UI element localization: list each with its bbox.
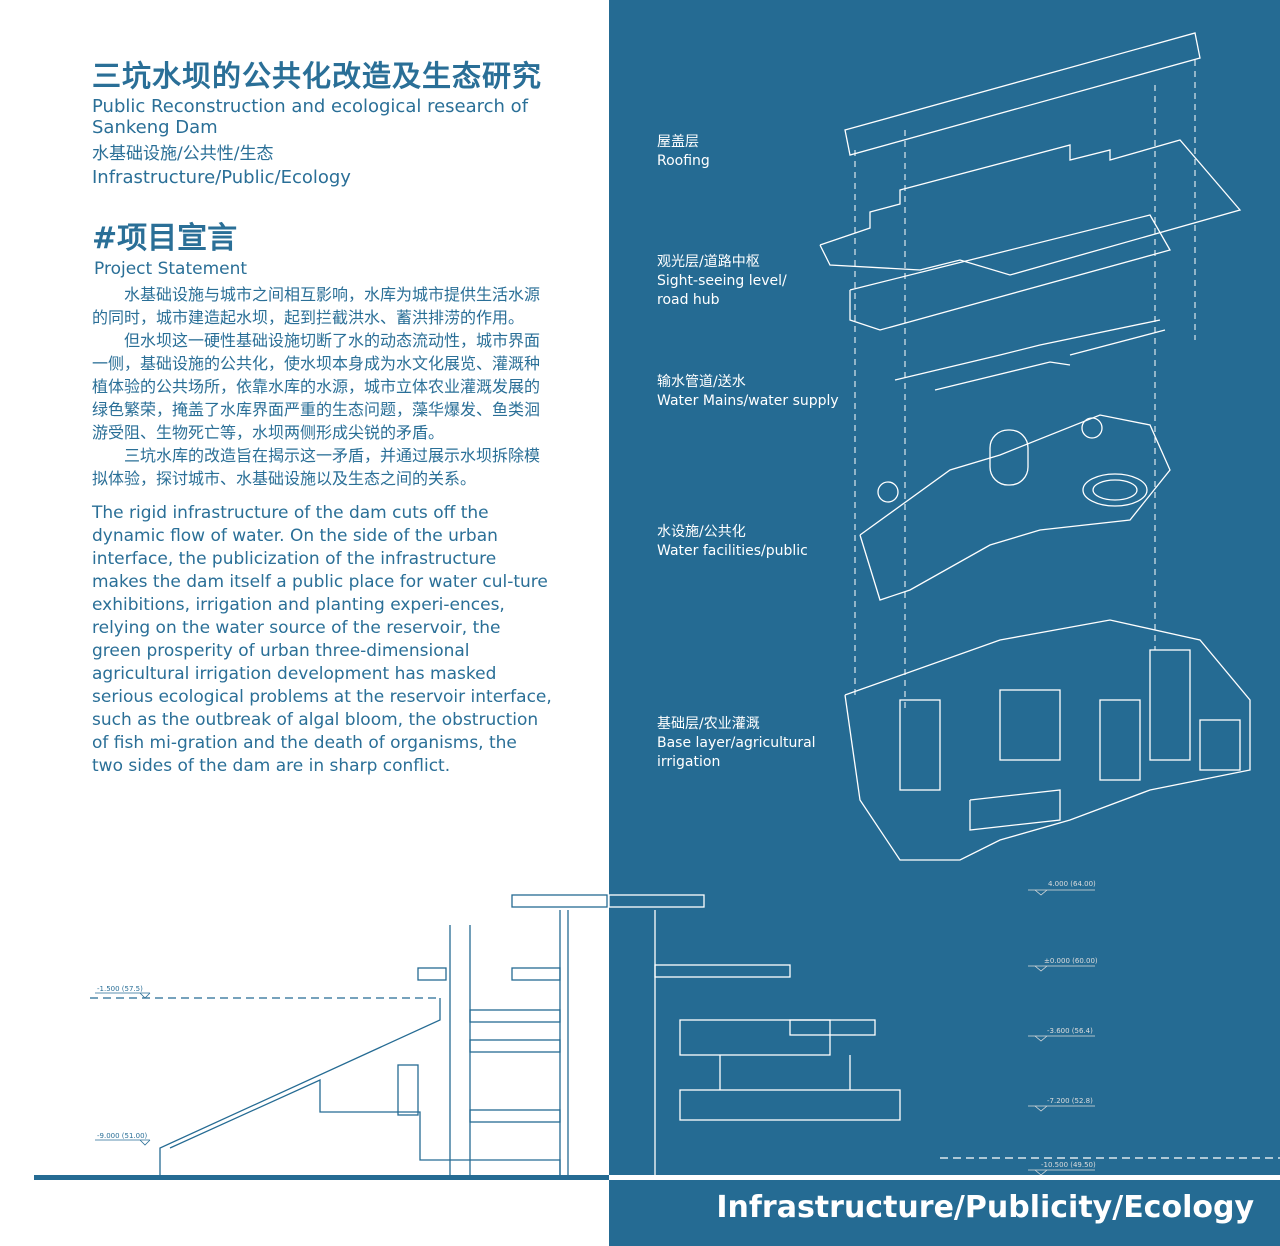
statement-body-en: The rigid infrastructure of the dam cuts… — [92, 503, 552, 776]
layer-en: Sight-seeing level/ road hub — [657, 273, 787, 308]
layer-cn: 观光层/道路中枢 — [657, 254, 760, 270]
layer-en: Roofing — [657, 153, 710, 169]
roof-layer — [844, 32, 1201, 156]
base-layer — [844, 619, 1251, 861]
elevation-label: -7.200 (52.8) — [1047, 1097, 1093, 1105]
layer-label-roofing: 屋盖层 Roofing — [657, 133, 710, 171]
elevation-label: -3.600 (56.4) — [1047, 1027, 1093, 1035]
layer-label-sightseeing: 观光层/道路中枢 Sight-seeing level/ road hub — [657, 253, 807, 310]
elevation-markers-left: -1.500 (57.5) -9.000 (51.00) — [95, 985, 151, 1146]
statement-body-cn: 水基础设施与城市之间相互影响，水库为城市提供生活水源的同时，城市建造起水坝，起到… — [92, 283, 552, 490]
ground-line-left — [34, 1175, 610, 1180]
elevation-label: -9.000 (51.00) — [97, 1132, 148, 1140]
title-en: Public Reconstruction and ecological res… — [92, 96, 529, 138]
layer-cn: 屋盖层 — [657, 134, 699, 150]
statement-heading-en: Project Statement — [94, 259, 248, 279]
layer-label-base: 基础层/农业灌溉 Base layer/agricultural irrigati… — [657, 715, 827, 772]
elevation-label: 4.000 (64.00) — [1048, 880, 1096, 888]
paragraph-cn: 但水坝这一硬性基础设施切断了水的动态流动性，城市界面一侧，基础设施的公共化，使水… — [92, 331, 541, 442]
statement-heading-cn: #项目宣言 — [92, 221, 238, 256]
elevation-label: ±0.000 (60.00) — [1044, 957, 1098, 965]
tags-cn: 水基础设施/公共性/生态 — [92, 144, 274, 164]
section-right — [608, 894, 1280, 1175]
layer-en: Base layer/agricultural irrigation — [657, 735, 816, 770]
elevation-label: -10.500 (49.50) — [1041, 1161, 1096, 1169]
alignment-lines — [854, 60, 1196, 710]
layer-cn: 基础层/农业灌溉 — [657, 716, 760, 732]
layer-en: Water Mains/water supply — [657, 393, 839, 409]
water-facilities-layer — [859, 414, 1171, 601]
layer-cn: 水设施/公共化 — [657, 524, 746, 540]
tags-en: Infrastructure/Public/Ecology — [92, 167, 351, 188]
paragraph-cn: 三坑水库的改造旨在揭示这一矛盾，并通过展示水坝拆除模拟体验，探讨城市、水基础设施… — [92, 446, 541, 488]
layer-label-water-mains: 输水管道/送水 Water Mains/water supply — [657, 373, 839, 411]
elevation-label: -1.500 (57.5) — [97, 985, 143, 993]
paragraph-cn: 水基础设施与城市之间相互影响，水库为城市提供生活水源的同时，城市建造起水坝，起到… — [92, 285, 541, 327]
water-mains-layer — [894, 319, 1161, 381]
ground-line-right — [609, 1175, 1280, 1180]
left-column: 三坑水坝的公共化改造及生态研究 Public Reconstruction an… — [92, 56, 552, 778]
blue-panel — [609, 0, 1280, 1246]
elevation-markers-right: 4.000 (64.00) ±0.000 (60.00) -3.600 (56.… — [1028, 880, 1098, 1176]
layer-label-water-facilities: 水设施/公共化 Water facilities/public — [657, 523, 808, 561]
section-left — [90, 894, 608, 1175]
axonometric-diagram — [819, 32, 1251, 861]
title-cn: 三坑水坝的公共化改造及生态研究 — [92, 59, 543, 93]
sightseeing-layer — [819, 139, 1242, 276]
layer-en: Water facilities/public — [657, 543, 808, 559]
layer-cn: 输水管道/送水 — [657, 374, 746, 390]
footer-title: Infrastructure/Publicity/Ecology — [716, 1190, 1254, 1225]
